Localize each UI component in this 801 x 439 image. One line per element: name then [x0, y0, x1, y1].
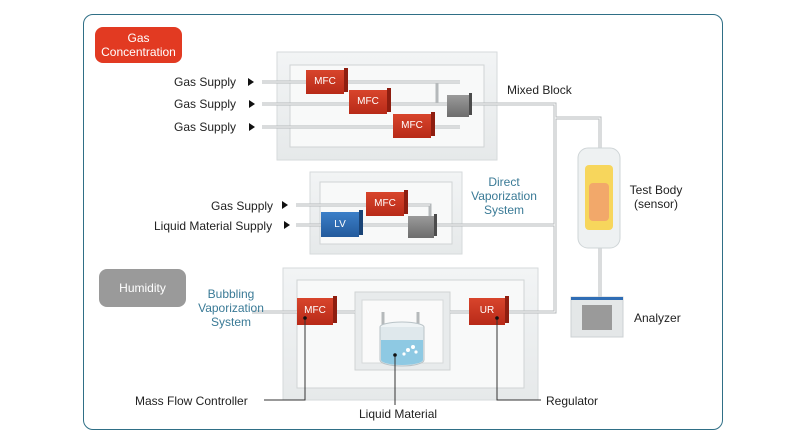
mfc-block — [306, 68, 348, 94]
test-body-label: Test Body (sensor) — [629, 183, 683, 211]
test-body-sensor — [577, 147, 621, 249]
humidity-badge: Humidity — [99, 269, 186, 307]
gas-supply-label: Gas Supply — [174, 120, 237, 134]
liquid-material-label: Liquid Material — [359, 407, 438, 421]
ur-label: UR — [479, 305, 495, 316]
liquid-vessel — [379, 321, 425, 367]
mfc-label: MFC — [314, 76, 336, 87]
gas-supply-label: Gas Supply — [211, 199, 274, 213]
supply-arrows — [248, 78, 290, 229]
analyzer-device — [570, 296, 624, 338]
mixer-block — [447, 93, 472, 117]
mfc-block — [366, 190, 408, 216]
mfc-block — [349, 88, 391, 114]
lv-label: LV — [334, 219, 346, 230]
bubbling-vaporization-title: Bubbling Vaporization System — [198, 287, 264, 329]
lv-block — [321, 210, 363, 237]
mfc-label: MFC — [304, 305, 326, 316]
regulator-label: Regulator — [546, 394, 599, 408]
ur-block — [469, 296, 509, 325]
mixed-block-label: Mixed Block — [507, 83, 572, 97]
analyzer-label: Analyzer — [634, 311, 681, 325]
gas-supply-label: Gas Supply — [174, 97, 237, 111]
direct-vaporization-title: Direct Vaporization System — [471, 175, 537, 217]
mfc-label: MFC — [357, 96, 379, 107]
mfc-label: MFC — [374, 198, 396, 209]
mixer-block — [408, 214, 437, 238]
mfc-label: MFC — [401, 120, 423, 131]
mfc-block — [393, 112, 435, 138]
liquid-material-supply-label: Liquid Material Supply — [154, 219, 273, 233]
callout-lines — [264, 318, 541, 405]
mass-flow-controller-label: Mass Flow Controller — [135, 394, 248, 408]
gas-concentration-badge: Gas Concentration — [95, 27, 182, 63]
mfc-block — [297, 296, 337, 325]
gas-supply-label: Gas Supply — [174, 75, 237, 89]
